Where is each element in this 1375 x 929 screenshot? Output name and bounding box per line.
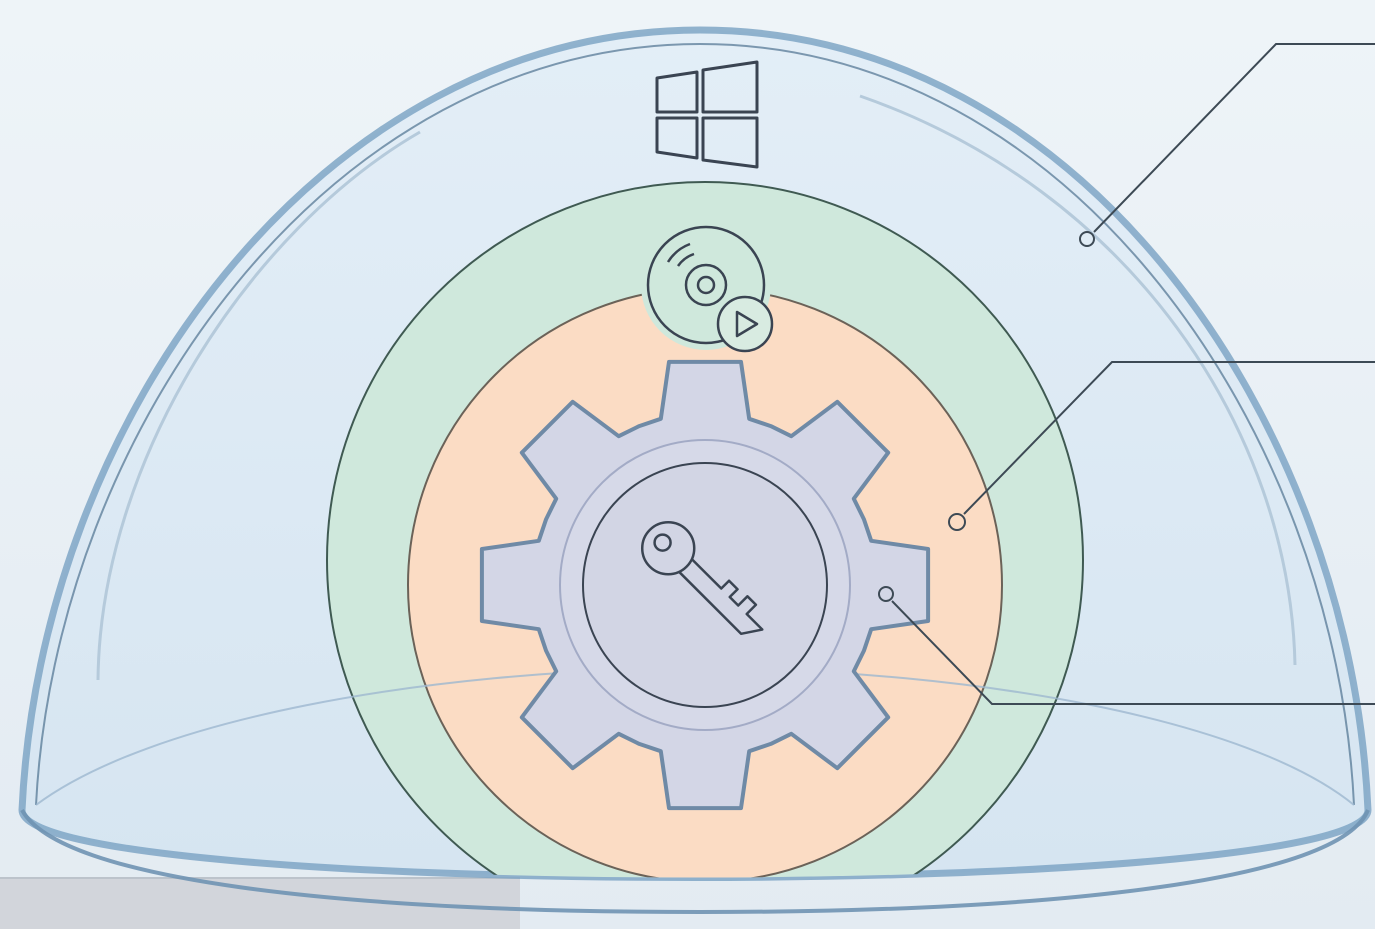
- disc-play-icon: [641, 220, 772, 351]
- layer-core-settings: [482, 362, 928, 808]
- floor-strip: [0, 878, 520, 929]
- gear-hub-inner: [583, 463, 827, 707]
- play-badge: [718, 297, 772, 351]
